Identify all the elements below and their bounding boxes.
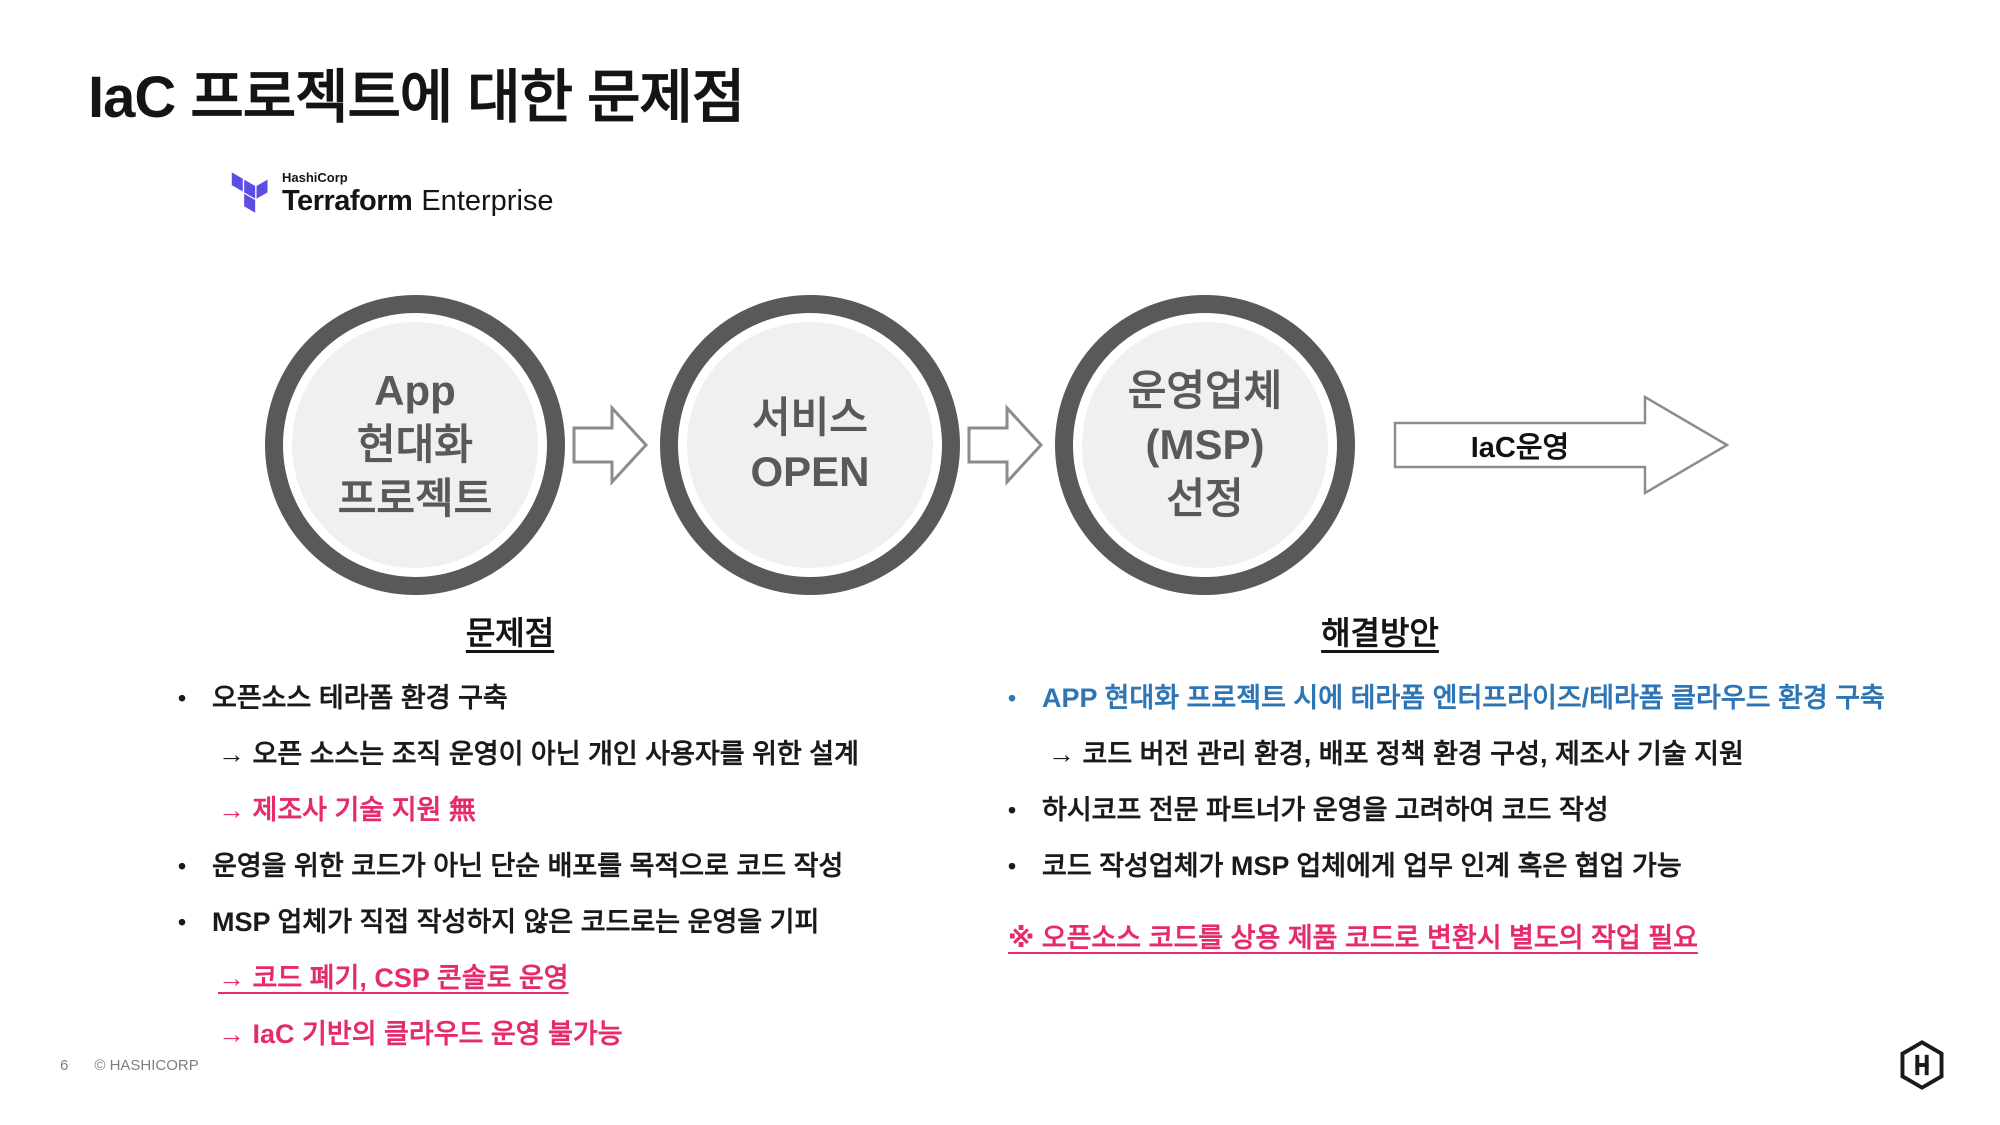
page-number: 6 xyxy=(60,1057,69,1074)
terraform-lockup-text: HashiCorp Terraform Enterprise xyxy=(282,171,554,216)
problem-item: MSP 업체가 직접 작성하지 않은 코드로는 운영을 기피 xyxy=(170,906,859,938)
problem-item: 오픈소스 테라폼 환경 구축 xyxy=(170,682,859,714)
terraform-product-label: Terraform xyxy=(282,184,413,217)
problem-item: 운영을 위한 코드가 아닌 단순 배포를 목적으로 코드 작성 xyxy=(170,850,859,882)
flow-step-msp-selection: 운영업체 (MSP) 선정 xyxy=(1055,295,1355,595)
solutions-list: APP 현대화 프로젝트 시에 테라폼 엔터프라이즈/테라폼 클라우드 환경 구… xyxy=(1000,682,1885,978)
flow-arrow-icon xyxy=(572,403,650,487)
solution-item: APP 현대화 프로젝트 시에 테라폼 엔터프라이즈/테라폼 클라우드 환경 구… xyxy=(1000,682,1885,714)
iac-operation-label: IaC운영 xyxy=(1470,432,1570,464)
solutions-heading: 해결방안 xyxy=(1321,615,1439,651)
solution-note: ※ 오픈소스 코드를 상용 제품 코드로 변환시 별도의 작업 필요 xyxy=(1008,923,1698,953)
solution-item: 하시코프 전문 파트너가 운영을 고려하여 코드 작성 xyxy=(1000,794,1885,826)
page-title: IaC 프로젝트에 대한 문제점 xyxy=(88,65,745,130)
flow-step-label: 운영업체 (MSP) 선정 xyxy=(1127,367,1283,522)
footer: 6 © HASHICORP xyxy=(60,1057,199,1074)
flow-step-service-open: 서비스 OPEN xyxy=(660,295,960,595)
copyright-label: © HASHICORP xyxy=(94,1057,199,1074)
problem-subitem: → IaC 기반의 클라우드 운영 불가능 xyxy=(218,1019,623,1049)
problem-subitem: → 제조사 기술 지원 無 xyxy=(218,795,476,825)
solution-item: 코드 작성업체가 MSP 업체에게 업무 인계 혹은 협업 가능 xyxy=(1000,850,1885,882)
problems-list: 오픈소스 테라폼 환경 구축 → 오픈 소스는 조직 운영이 아닌 개인 사용자… xyxy=(170,682,859,1074)
problem-subitem: → 코드 폐기, CSP 콘솔로 운영 xyxy=(218,963,569,993)
hashicorp-brand-label: HashiCorp xyxy=(282,169,348,185)
flow-step-label: 서비스 OPEN xyxy=(750,394,870,495)
enterprise-edition-label: Enterprise xyxy=(421,184,554,217)
hashicorp-logo-icon xyxy=(1897,1040,1947,1090)
flow-step-app-modernization: App 현대화 프로젝트 xyxy=(265,295,565,595)
terraform-logo-icon xyxy=(228,170,272,216)
flow-arrow-icon xyxy=(967,403,1045,487)
flow-step-label: App 현대화 프로젝트 xyxy=(337,367,493,522)
problem-subitem: → 오픈 소스는 조직 운영이 아닌 개인 사용자를 위한 설계 xyxy=(218,739,859,769)
iac-operation-arrow: IaC운영 xyxy=(1393,393,1731,497)
problems-heading: 문제점 xyxy=(465,615,555,651)
solution-subitem: → 코드 버전 관리 환경, 배포 정책 환경 구성, 제조사 기술 지원 xyxy=(1048,739,1744,769)
terraform-enterprise-logo: HashiCorp Terraform Enterprise xyxy=(228,170,554,216)
